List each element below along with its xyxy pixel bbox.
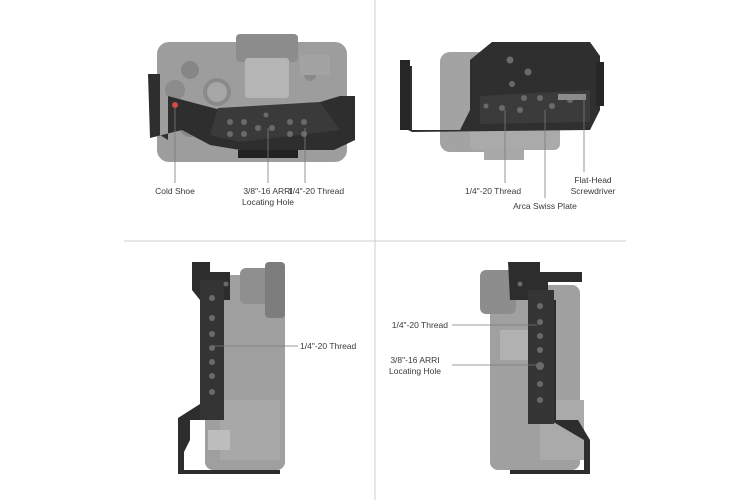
label-arri-locating-hole-line1: 3/8"-16 ARRI	[243, 186, 293, 196]
side-view-cage-left	[178, 262, 280, 474]
top-right-leader-lines	[504, 98, 585, 198]
label-thread-bottom-right: 1/4"-20 Thread	[391, 320, 448, 330]
side-view-cage-right	[508, 262, 590, 474]
label-arca-swiss-plate: Arca Swiss Plate	[513, 201, 577, 211]
bottom-view-cage	[400, 42, 604, 132]
label-cold-shoe: Cold Shoe	[155, 186, 195, 196]
label-flat-head-line1: Flat-Head	[574, 175, 612, 185]
label-thread-top-left: 1/4"-20 Thread	[287, 186, 345, 196]
label-arri-bottom-right-line2: Locating Hole	[389, 366, 441, 376]
label-flat-head-line2: Screwdriver	[570, 186, 616, 196]
side-view-camera-left	[205, 262, 285, 470]
label-thread-top-right: 1/4"-20 Thread	[464, 186, 522, 196]
bottom-right-leader-lines	[452, 324, 537, 366]
label-thread-bottom-left: 1/4"-20 Thread	[300, 341, 357, 351]
label-arri-bottom-right-line1: 3/8"-16 ARRI	[390, 355, 440, 365]
top-left-leader-lines	[174, 108, 306, 183]
label-arri-locating-hole-line2: Locating Hole	[242, 197, 294, 207]
